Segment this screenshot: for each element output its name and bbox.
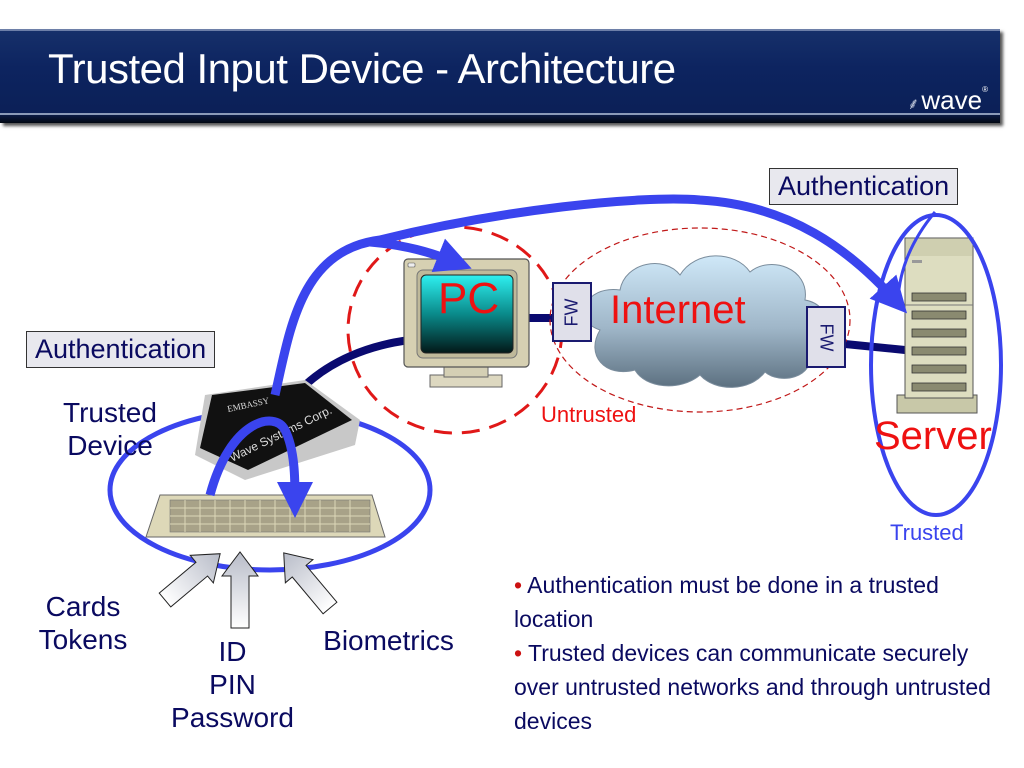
id-pin-password-label: ID PIN Password bbox=[150, 635, 315, 734]
id-label: ID bbox=[218, 636, 247, 667]
input-arrow-cards bbox=[158, 553, 221, 608]
wave-logo-text: wave bbox=[921, 85, 983, 115]
bullet-item: • Authentication must be done in a trust… bbox=[514, 568, 994, 636]
link-chip-pc bbox=[297, 336, 411, 393]
tokens-label: Tokens bbox=[38, 624, 128, 655]
untrusted-label: Untrusted bbox=[541, 402, 637, 427]
wave-logo: ⸙wave® bbox=[907, 85, 988, 116]
bullet-text: Authentication must be done in a trusted… bbox=[514, 572, 939, 632]
auth-box-device: Authentication bbox=[26, 331, 216, 368]
input-arrow-id bbox=[221, 551, 259, 629]
pin-label: PIN bbox=[209, 669, 256, 700]
input-arrow-biometrics bbox=[283, 552, 338, 615]
bullet-text: Trusted devices can communicate securely… bbox=[514, 640, 991, 734]
auth-flow-arrow-top bbox=[270, 194, 908, 397]
keyboard-icon bbox=[145, 494, 386, 538]
pc-flow-arrow bbox=[369, 237, 472, 273]
bullet-item: • Trusted devices can communicate secure… bbox=[514, 636, 994, 738]
trusted-device-label: Trusted Device bbox=[40, 396, 180, 462]
wave-logo-icon: ⸙ bbox=[907, 96, 920, 113]
firewall-left: FW bbox=[552, 282, 592, 342]
keyboard-chip-loop-arrow bbox=[205, 416, 313, 518]
bullet-dot: • bbox=[514, 572, 523, 598]
password-label: Password bbox=[171, 702, 294, 733]
biometrics-label: Biometrics bbox=[323, 625, 454, 656]
firewall-left-label: FW bbox=[561, 298, 582, 326]
internet-boundary bbox=[549, 227, 851, 413]
cards-tokens-label: Cards Tokens bbox=[18, 590, 148, 656]
firewall-right: FW bbox=[806, 306, 846, 368]
title-bottom-strip bbox=[0, 115, 1000, 123]
title-underline bbox=[0, 113, 1000, 115]
link-fw-server bbox=[844, 340, 906, 354]
trusted-device-label-line1: Trusted bbox=[63, 397, 157, 428]
slide-title: Trusted Input Device - Architecture bbox=[48, 45, 676, 92]
cards-label: Cards bbox=[45, 591, 121, 622]
server-boundary bbox=[869, 213, 1003, 517]
bullet-dot: • bbox=[514, 640, 523, 666]
internet-label: Internet bbox=[610, 288, 746, 332]
registered-mark: ® bbox=[982, 85, 988, 94]
server-icon bbox=[896, 237, 978, 414]
server-label: Server bbox=[874, 414, 992, 458]
pc-label: PC bbox=[438, 274, 500, 323]
firewall-right-label: FW bbox=[816, 323, 837, 351]
pc-monitor-icon bbox=[403, 258, 530, 388]
right-auth-connector bbox=[896, 211, 937, 301]
auth-box-server: Authentication bbox=[769, 168, 959, 205]
bullet-list: • Authentication must be done in a trust… bbox=[514, 568, 994, 738]
trusted-device-label-line2: Device bbox=[67, 430, 153, 461]
trusted-label: Trusted bbox=[890, 520, 964, 545]
title-bar: Trusted Input Device - Architecture ⸙wav… bbox=[0, 29, 1000, 123]
